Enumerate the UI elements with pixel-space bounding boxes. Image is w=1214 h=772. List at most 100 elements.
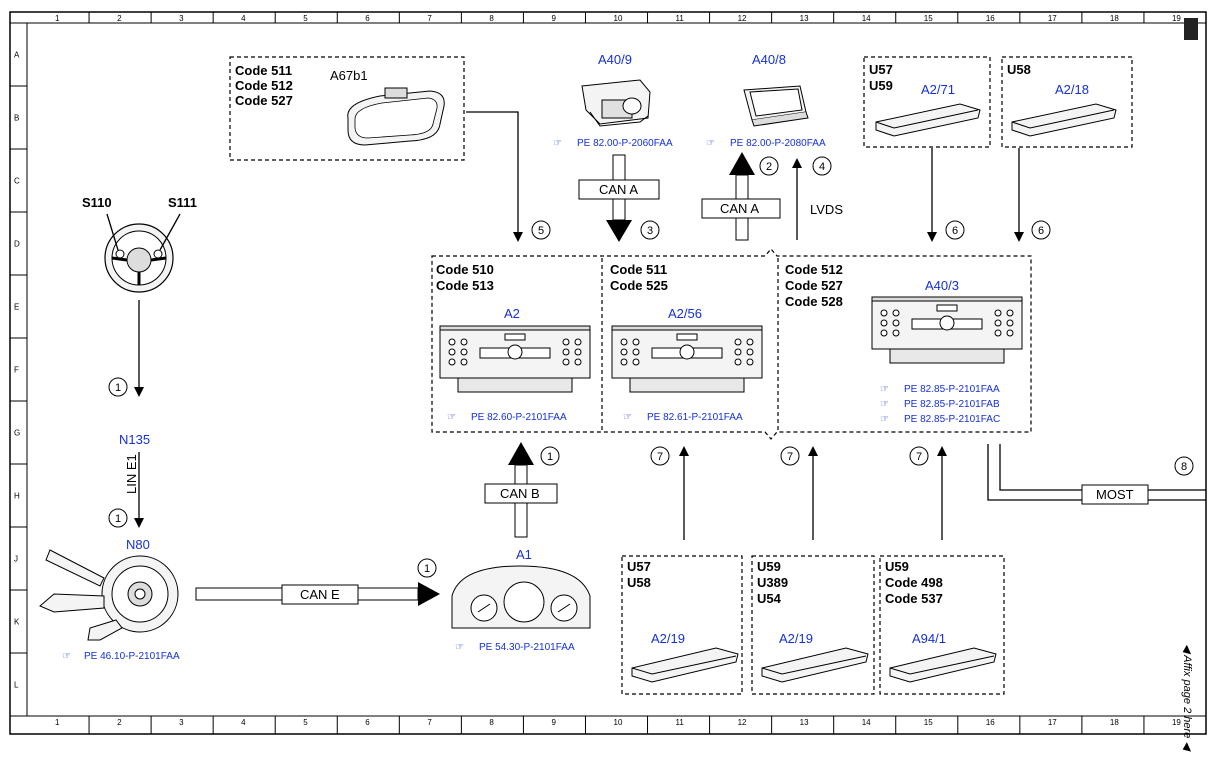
column-index-2: 2 <box>117 14 122 23</box>
a1-instrument-cluster-icon <box>451 565 591 629</box>
svg-text:3: 3 <box>647 225 653 237</box>
bay3-code-1: Code 512 <box>785 262 843 277</box>
column-index-16: 16 <box>986 718 995 727</box>
a2-56-radio-icon <box>611 325 763 393</box>
column-index-12: 12 <box>738 14 747 23</box>
a2-56-label: A2/56 <box>668 306 702 321</box>
svg-text:4: 4 <box>819 161 825 173</box>
can-b-label: CAN B <box>500 486 540 501</box>
column-index-9: 9 <box>551 718 556 727</box>
affix-note: ◀ Affix page 2 here ◀ <box>1181 644 1193 752</box>
column-index-18: 18 <box>1110 14 1119 23</box>
column-index-14: 14 <box>862 14 871 23</box>
svg-text:1: 1 <box>115 382 121 394</box>
can-a-up-arrow <box>729 152 755 241</box>
n80-label: N80 <box>126 537 150 552</box>
column-index-5: 5 <box>303 718 308 727</box>
bay2-ref: PE 82.61-P-2101FAA <box>647 412 743 423</box>
column-index-13: 13 <box>800 718 809 727</box>
column-index-12: 12 <box>738 718 747 727</box>
svg-text:7: 7 <box>657 451 663 463</box>
can-a-label-1: CAN A <box>599 182 638 197</box>
bottom1-code-2: U58 <box>627 575 651 590</box>
bay3-ref-icon-2: ☞ <box>880 399 889 410</box>
steering-wheel-icon <box>104 223 174 293</box>
bottom1-code-1: U57 <box>627 559 651 574</box>
bottom2-tuner-icon <box>761 647 869 683</box>
a40-9-controller-icon <box>581 79 651 127</box>
svg-text:7: 7 <box>787 451 793 463</box>
u58-box <box>1001 56 1133 148</box>
bottom1-label: A2/19 <box>651 631 685 646</box>
column-index-19: 19 <box>1172 14 1181 23</box>
column-index-17: 17 <box>1048 14 1057 23</box>
marker-m7a: 7 <box>650 446 670 466</box>
column-index-13: 13 <box>800 14 809 23</box>
rearview-mirror-icon <box>347 87 445 146</box>
column-index-9: 9 <box>551 14 556 23</box>
marker-m6b: 6 <box>1031 220 1051 240</box>
column-index-5: 5 <box>303 14 308 23</box>
a40-3-label: A40/3 <box>925 278 959 293</box>
n80-steering-column-icon <box>39 549 179 641</box>
a1-label: A1 <box>516 547 532 562</box>
a40-9-ref-icon: ☞ <box>553 138 562 149</box>
bottom1-box <box>621 555 743 695</box>
row-index-F: F <box>14 366 19 375</box>
mirror-label: A67b1 <box>330 68 368 83</box>
column-index-16: 16 <box>986 14 995 23</box>
column-index-1: 1 <box>55 14 60 23</box>
a2-label: A2 <box>504 306 520 321</box>
lvds-label: LVDS <box>810 202 843 217</box>
can-a-label-2: CAN A <box>720 201 759 216</box>
marker-m1: 1 <box>540 446 560 466</box>
diagram-frame <box>9 11 1207 735</box>
column-index-17: 17 <box>1048 718 1057 727</box>
marker-mf: 1 <box>108 377 128 397</box>
bottom2-code-3: U54 <box>757 591 782 606</box>
row-index-D: D <box>14 240 20 249</box>
bay1-code-2: Code 513 <box>436 278 494 293</box>
marker-m5: 5 <box>531 220 551 240</box>
bottom1-tuner-icon <box>631 647 739 683</box>
column-index-8: 8 <box>489 14 494 23</box>
can-e-label: CAN E <box>300 587 340 602</box>
column-index-8: 8 <box>489 718 494 727</box>
column-index-4: 4 <box>241 14 246 23</box>
mirror-code-1: Code 511 <box>235 63 292 78</box>
row-index-J: J <box>14 555 18 564</box>
column-index-7: 7 <box>427 14 432 23</box>
bottom3-code-1: U59 <box>885 559 909 574</box>
bay3-ref-3: PE 82.85-P-2101FAC <box>904 414 1000 425</box>
column-index-10: 10 <box>614 14 623 23</box>
row-index-C: C <box>14 177 20 186</box>
column-index-15: 15 <box>924 14 933 23</box>
svg-text:1: 1 <box>547 451 553 463</box>
bay3-ref-1: PE 82.85-P-2101FAA <box>904 384 1000 395</box>
svg-text:1: 1 <box>115 513 121 525</box>
column-index-4: 4 <box>241 718 246 727</box>
marker-mk: 1 <box>417 558 437 578</box>
head-unit-group <box>431 248 1032 440</box>
mirror-code-3: Code 527 <box>235 93 293 108</box>
svg-text:6: 6 <box>1038 225 1044 237</box>
marker-m3: 3 <box>640 220 660 240</box>
bottom2-code-1: U59 <box>757 559 781 574</box>
marker-m8: 8 <box>1174 456 1194 476</box>
column-index-1: 1 <box>55 718 60 727</box>
column-index-14: 14 <box>862 718 871 727</box>
row-index-K: K <box>14 618 20 627</box>
svg-text:7: 7 <box>916 451 922 463</box>
row-index-B: B <box>14 114 19 123</box>
s111-label: S111 <box>168 195 197 210</box>
a40-9-ref: PE 82.00-P-2060FAA <box>577 138 673 149</box>
bay3-code-3: Code 528 <box>785 294 843 309</box>
column-index-11: 11 <box>676 718 685 727</box>
column-index-3: 3 <box>179 718 184 727</box>
bay3-ref-icon-3: ☞ <box>880 414 889 425</box>
svg-text:1: 1 <box>424 563 430 575</box>
a2-71-label: A2/71 <box>921 82 955 97</box>
a40-8-display-icon <box>743 85 809 127</box>
column-index-18: 18 <box>1110 718 1119 727</box>
a2-radio-icon <box>439 325 591 393</box>
